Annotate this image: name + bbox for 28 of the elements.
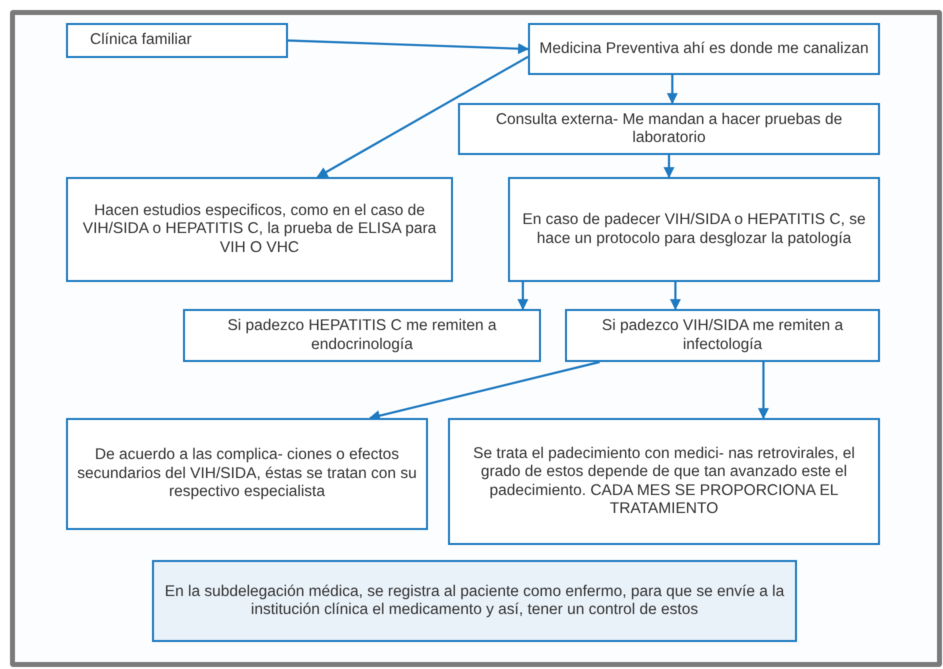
box-text: Si padezco HEPATITIS C me remiten a endocrinología (226, 317, 498, 354)
arrow (666, 75, 678, 104)
process-box (66, 418, 428, 530)
box-text: Medicina Preventiva ahí es donde me canalizan (539, 40, 869, 58)
arrow (517, 282, 528, 310)
process-box (448, 418, 880, 545)
arrow (664, 155, 674, 178)
process-box (66, 177, 453, 282)
process-box (528, 23, 880, 75)
arrow (670, 282, 681, 310)
box-text: Si padezco VIH/SIDA me remiten a infectología (600, 317, 844, 354)
box-text: De acuerdo a las complica- ciones o efectos secundarios del VIH/SIDA, éstas se tratan con su respectivo especialista (76, 446, 418, 502)
box-text: Se trata el padecimiento con medici- nas retrovirales, el grado de estos depende de que tan avanzado este el padecimiento. CADA MES SE PROPORCIONA EL TRATAMIENTO (472, 444, 856, 518)
note-box (152, 560, 797, 642)
box-text: Clínica familiar (90, 31, 192, 50)
box-text: En caso de padecer VIH/SIDA o HEPATITIS C, se hace un protocolo para desglozar la patología (521, 211, 867, 248)
box-text: Hacen estudios especificos, como en el caso de VIH/SIDA o HEPATITIS C, la prueba de ELISA para VIH O VHC (82, 202, 438, 258)
process-box (66, 23, 288, 58)
process-box (565, 309, 880, 362)
process-box (508, 177, 880, 282)
arrow (369, 360, 600, 421)
arrow (288, 39, 530, 54)
box-text: Consulta externa- Me mandan a hacer pruebas de laboratorio (494, 110, 844, 148)
process-box (183, 309, 541, 362)
arrow (316, 56, 529, 178)
process-box (458, 103, 880, 155)
box-text: En la subdelegación médica, se registra al paciente como enfermo, para que se envíe a la institución clínica el medicamento y así, tener un control de estos (164, 582, 786, 620)
arrow (758, 362, 769, 420)
